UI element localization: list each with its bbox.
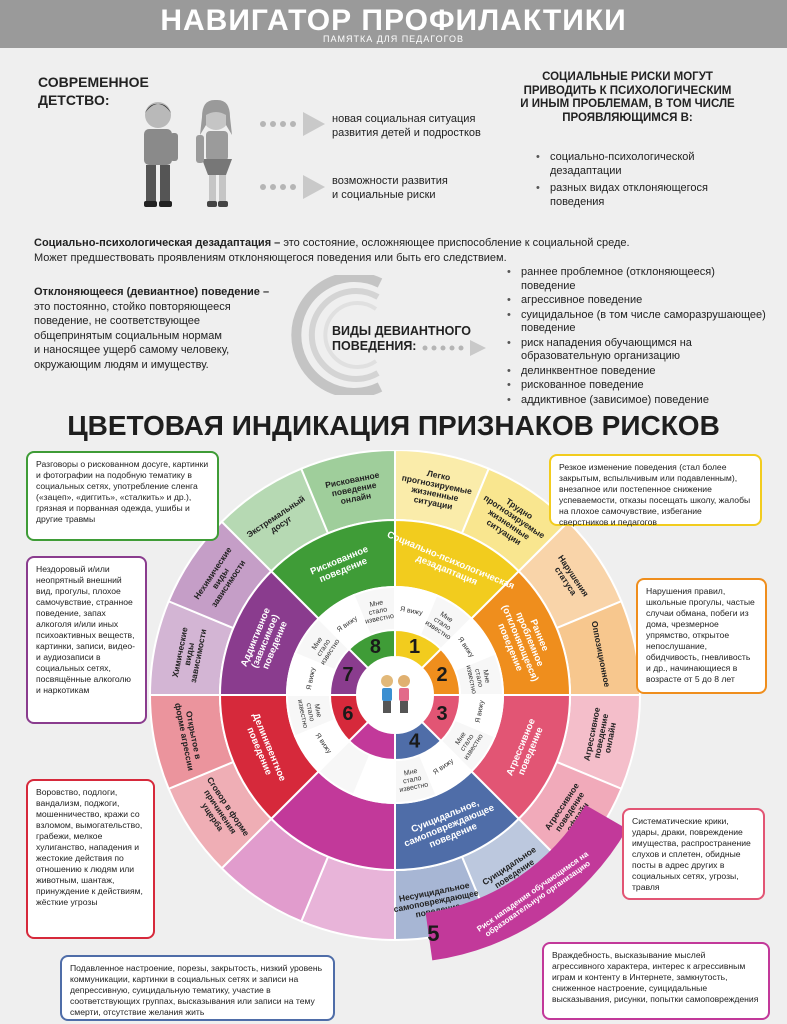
section-title: ЦВЕТОВАЯ ИНДИКАЦИЯ ПРИЗНАКОВ РИСКОВ [67,410,720,441]
arcs-decoration [291,275,383,395]
girl-icon [398,675,410,713]
number-label-1: 1 [409,636,420,658]
list-item: делинквентное поведение [505,365,770,379]
risks-list: социально-психологической дезадаптации р… [534,151,734,209]
magenta-risk-band [425,805,628,961]
list-item: рискованное поведение [505,379,770,393]
deviant-types-title: ВИДЫ ДЕВИАНТНОГО ПОВЕДЕНИЯ: [332,324,471,353]
number-label-3: 3 [437,703,448,725]
blue-signs-box: Подавленное настроение, порезы, закрытос… [60,955,335,1021]
girl-icon [196,99,232,207]
red-signs-box: Воровство, подлоги, вандализм, поджоги, … [26,779,155,939]
page-title: НАВИГАТОР ПРОФИЛАКТИКИ [160,4,627,37]
deviant-definition: Отклоняющееся (девиантное) поведение – э… [34,286,270,371]
orange-signs-box: Нарушения правил, школьные прогулы, част… [636,578,767,694]
number-label-4: 4 [409,730,421,752]
green-signs-box: Разговоры о рискованном досуге, картинки… [26,451,219,541]
childhood-point-2: возможности развития и социальные риски [332,175,448,201]
number-label-6: 6 [342,703,353,725]
risks-title: СОЦИАЛЬНЫЕ РИСКИ МОГУТ ПРИВОДИТЬ К ПСИХО… [520,71,735,124]
inner-label-see: Я вижу [475,699,486,723]
list-item: социально-психологической дезадаптации [534,151,734,178]
list-item: раннее проблемное (отклоняющееся) поведе… [505,266,770,293]
yellow-signs-box: Резкое изменение поведения (стал более з… [549,454,762,527]
childhood-arrows [260,112,325,199]
purple-signs-box: Нездоровый и/или неопрятный внешний вид,… [26,556,147,724]
inner-label-see: Я вижу [399,606,423,617]
header-banner [0,0,787,48]
magenta-signs-box: Враждебность, высказывание мыслей агресс… [542,942,770,1020]
number-label-8: 8 [370,636,381,658]
list-item: суицидальное (в том числе саморазрушающе… [505,309,770,336]
boy-icon [381,675,393,713]
number-label-5: 5 [427,921,439,946]
number-label-7: 7 [342,664,353,686]
boy-icon [144,102,178,207]
list-item: риск нападения обучающимся на образовате… [505,337,770,364]
wheel-center [357,657,433,733]
inner-label-see: Я вижу [306,666,317,690]
list-item: аддиктивное (зависимое) поведение [505,394,770,408]
number-label-2: 2 [437,664,448,686]
deviant-types-list: раннее проблемное (отклоняющееся) поведе… [505,266,770,407]
childhood-point-1: новая социальная ситуация развития детей… [332,113,481,139]
pink-signs-box: Систематические крики, удары, драки, пов… [622,808,765,900]
children-illustration [144,99,232,207]
maladaptation-definition: Социально-психологическая дезадаптация –… [34,237,630,264]
list-item: разных видах отклоняющегося поведения [534,182,734,209]
list-item: агрессивное поведение [505,294,770,308]
page-subtitle: ПАМЯТКА ДЛЯ ПЕДАГОГОВ [322,34,465,44]
deviant-types-arrow [422,340,486,356]
childhood-title: СОВРЕМЕННОЕ ДЕТСТВО: [38,74,149,108]
